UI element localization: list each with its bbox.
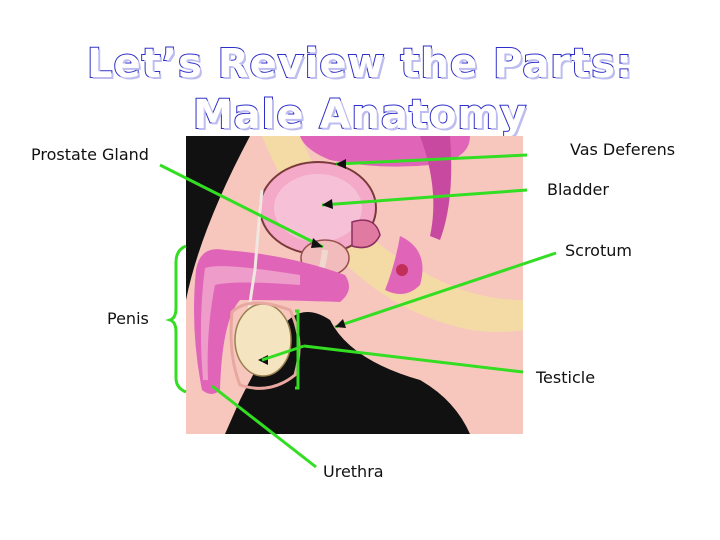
seminal-vesicle bbox=[351, 219, 381, 249]
penis-inner bbox=[200, 266, 300, 380]
bladder-arrow bbox=[322, 199, 333, 209]
label-scrotum: Scrotum bbox=[565, 241, 632, 260]
testicle-leader bbox=[303, 344, 524, 374]
label-prostate-gland: Prostate Gland bbox=[31, 145, 149, 164]
vas-deferens-arrow bbox=[336, 159, 346, 169]
scrotum-leader bbox=[334, 251, 557, 329]
anatomy-illustration bbox=[186, 136, 523, 434]
testicle-shape bbox=[234, 303, 292, 377]
label-testicle: Testicle bbox=[536, 368, 596, 387]
penis-brace bbox=[165, 244, 187, 394]
scrotum-arrow bbox=[335, 319, 346, 328]
prostate-gland-leader bbox=[159, 163, 324, 249]
slide-title-line-1: Let’s Review the Parts: bbox=[86, 41, 633, 87]
bladder-inner bbox=[274, 174, 362, 242]
rectum-upper bbox=[420, 136, 452, 240]
vas-deferens-duct bbox=[246, 189, 264, 321]
slide-title-line-2: Male Anatomy bbox=[192, 92, 528, 138]
prostate-arrow bbox=[311, 238, 323, 248]
label-urethra: Urethra bbox=[323, 462, 384, 481]
bladder-leader bbox=[321, 188, 528, 207]
vas-deferens-leader bbox=[335, 153, 528, 166]
label-bladder: Bladder bbox=[547, 180, 609, 199]
penis-shape bbox=[194, 249, 349, 394]
label-penis: Penis bbox=[107, 309, 149, 328]
anus-detail bbox=[396, 264, 408, 276]
urethra-leader bbox=[211, 384, 317, 469]
label-vas-deferens: Vas Deferens bbox=[570, 140, 676, 159]
testicle-leader-tip bbox=[261, 344, 305, 362]
scrotum-shape bbox=[229, 301, 301, 390]
